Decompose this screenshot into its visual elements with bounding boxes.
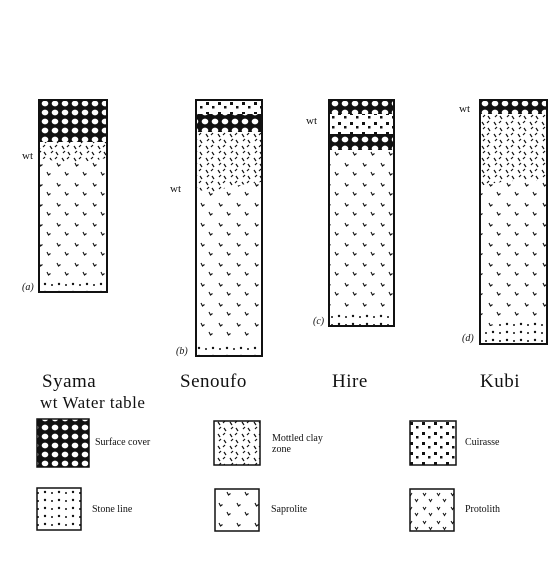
profile-kubi <box>480 100 548 344</box>
site-name-senoufo: Senoufo <box>180 371 247 393</box>
tag-b: (b) <box>176 346 188 357</box>
swatch-mottled-clay <box>214 421 260 465</box>
legend-label-cuirasse: Cuirasse <box>465 437 499 448</box>
wt-label-hire: wt <box>306 115 317 127</box>
wt-label-senoufo: wt <box>170 183 181 195</box>
site-name-kubi: Kubi <box>480 371 520 393</box>
profile-hire <box>329 100 394 326</box>
swatch-protolith <box>410 489 454 531</box>
swatch-cuirasse <box>410 421 456 465</box>
profile-senoufo <box>196 100 262 356</box>
swatch-saprolite <box>215 489 259 531</box>
legend-title: wt Water table <box>40 393 145 413</box>
tag-c: (c) <box>313 316 324 327</box>
wt-label-kubi: wt <box>459 103 470 115</box>
site-name-hire: Hire <box>332 371 368 393</box>
swatch-surface-cover <box>37 419 89 467</box>
legend-label-saprolite: Saprolite <box>271 504 307 515</box>
legend-label-mottled-clay: Mottled clay zone <box>272 433 342 455</box>
site-name-syama: Syama <box>42 371 96 393</box>
swatch-stone-line <box>37 488 81 530</box>
profile-syama <box>39 100 107 292</box>
wt-label-syama: wt <box>22 150 33 162</box>
legend-label-stone-line: Stone line <box>92 504 132 515</box>
tag-d: (d) <box>462 333 474 344</box>
tag-a: (a) <box>22 282 34 293</box>
legend-label-surface-cover: Surface cover <box>95 437 150 448</box>
legend-label-protolith: Protolith <box>465 504 500 515</box>
